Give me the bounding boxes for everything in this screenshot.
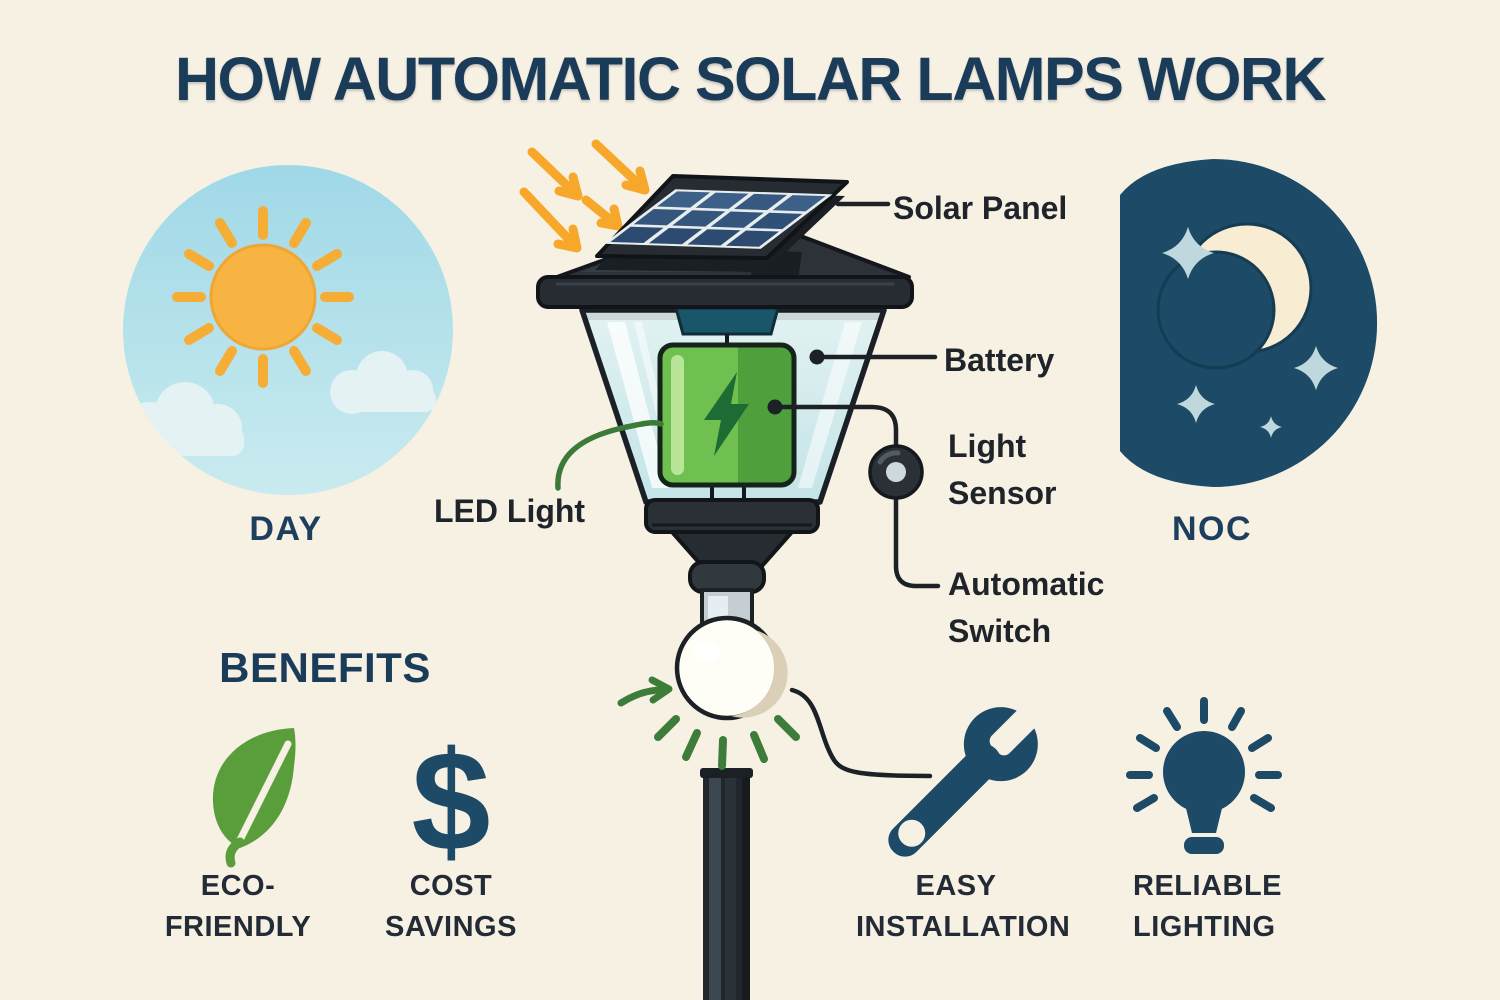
moon-icon [1156,222,1313,370]
light-glow-rays-icon [654,715,800,770]
light-sensor-icon [868,444,924,500]
page-title: HOW AUTOMATIC SOLAR LAMPS WORK [174,45,1327,113]
lamp-pole [700,768,753,1000]
solar-lamp [536,174,914,1000]
solar-panel-label: Solar Panel [893,190,1068,226]
lightning-bolt-icon [704,372,749,456]
sunray-arrows-icon [519,139,650,253]
benefits-heading: BENEFITS [219,644,431,691]
benefit-reliable-lighting-label: RELIABLE LIGHTING [1133,870,1282,943]
benefit-easy-installation-label: EASY INSTALLATION [856,870,1071,943]
bulb-to-wrench-curve [789,687,933,779]
benefit-eco-friendly-label: ECO- FRIENDLY [164,870,312,943]
sensor-wire-top [772,404,899,449]
bulb-pointer-arrow-icon [617,676,673,707]
night-scene [1120,158,1378,487]
led-light-label: LED Light [434,493,586,529]
light-sensor-label: Light Sensor [948,428,1057,511]
bulb-icon [1126,697,1282,854]
lamp-bulb [667,530,797,721]
dollar-icon: $ [412,722,491,881]
solar-panel-icon [595,174,849,272]
wrench-icon [888,704,1041,857]
leader-lines [772,201,941,779]
battery-icon [657,342,797,488]
lamp-inner-cap [674,306,780,336]
sun-icon [172,206,354,388]
night-label: NOC [1171,510,1253,548]
battery-wire-dot [767,399,783,415]
lamp-collar [644,498,820,534]
battery-leader-dot [809,349,825,365]
stars-icon [1162,227,1338,438]
sensor-wire-bottom [893,495,941,589]
benefit-cost-savings-label: COST SAVINGS [385,870,517,943]
led-light-leader-curve [555,420,664,491]
automatic-switch-label: Automatic Switch [948,566,1105,649]
day-scene [123,165,453,495]
battery-label: Battery [944,342,1055,378]
leaf-icon [212,728,296,868]
day-label: DAY [249,510,323,548]
